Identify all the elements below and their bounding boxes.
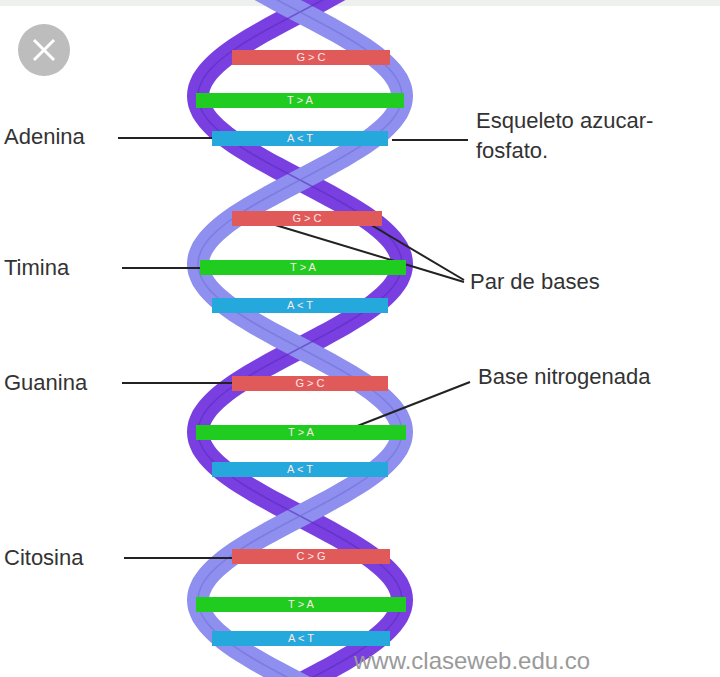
base-pair-text: T > A xyxy=(287,95,313,106)
base-pair-bar: A < T xyxy=(212,462,388,477)
base-pair-bar: T > A xyxy=(200,260,406,275)
base-pair-bar: T > A xyxy=(196,425,406,440)
base-pair-bar: G > C xyxy=(232,50,390,65)
base-pair-bar: T > A xyxy=(196,597,406,612)
base-name: Adenina xyxy=(4,122,85,152)
base-pair-text: T > A xyxy=(290,262,316,273)
base-pair-text: G > C xyxy=(296,52,325,63)
base-pair-text: A < T xyxy=(288,633,314,644)
base-pair-text: T > A xyxy=(288,427,314,438)
base-pair-bar: T > A xyxy=(196,93,404,108)
base-pair-bar: A < T xyxy=(212,631,390,646)
callout-label: Base nitrogenada xyxy=(478,362,650,392)
leader-lines xyxy=(118,138,470,558)
close-button xyxy=(18,24,70,76)
base-pair-text: G > C xyxy=(292,213,321,224)
base-pair-bar: A < T xyxy=(212,298,388,313)
base-pair-text: A < T xyxy=(287,464,313,475)
base-pair-text: C > G xyxy=(296,551,325,562)
base-pair-bar: G > C xyxy=(232,376,388,391)
base-name: Citosina xyxy=(4,543,83,573)
base-pair-bar: C > G xyxy=(232,549,390,564)
watermark: www.claseweb.edu.co xyxy=(354,647,590,675)
base-pair-text: T > A xyxy=(288,599,314,610)
top-strip xyxy=(0,0,720,6)
base-pair-text: G > C xyxy=(295,378,324,389)
backbone-label: Esqueleto azucar- fosfato. xyxy=(476,106,706,165)
base-pair-bar: G > C xyxy=(232,211,382,226)
base-pair-text: A < T xyxy=(287,300,313,311)
base-name: Guanina xyxy=(4,368,87,398)
callout-label: Par de bases xyxy=(470,267,600,297)
base-name: Timina xyxy=(4,253,69,283)
base-pair-bar: A < T xyxy=(212,131,388,146)
base-pair-text: A < T xyxy=(287,133,313,144)
